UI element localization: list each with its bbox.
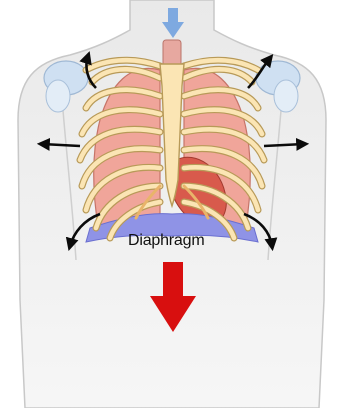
diaphragm-label: Diaphragm bbox=[128, 232, 228, 250]
